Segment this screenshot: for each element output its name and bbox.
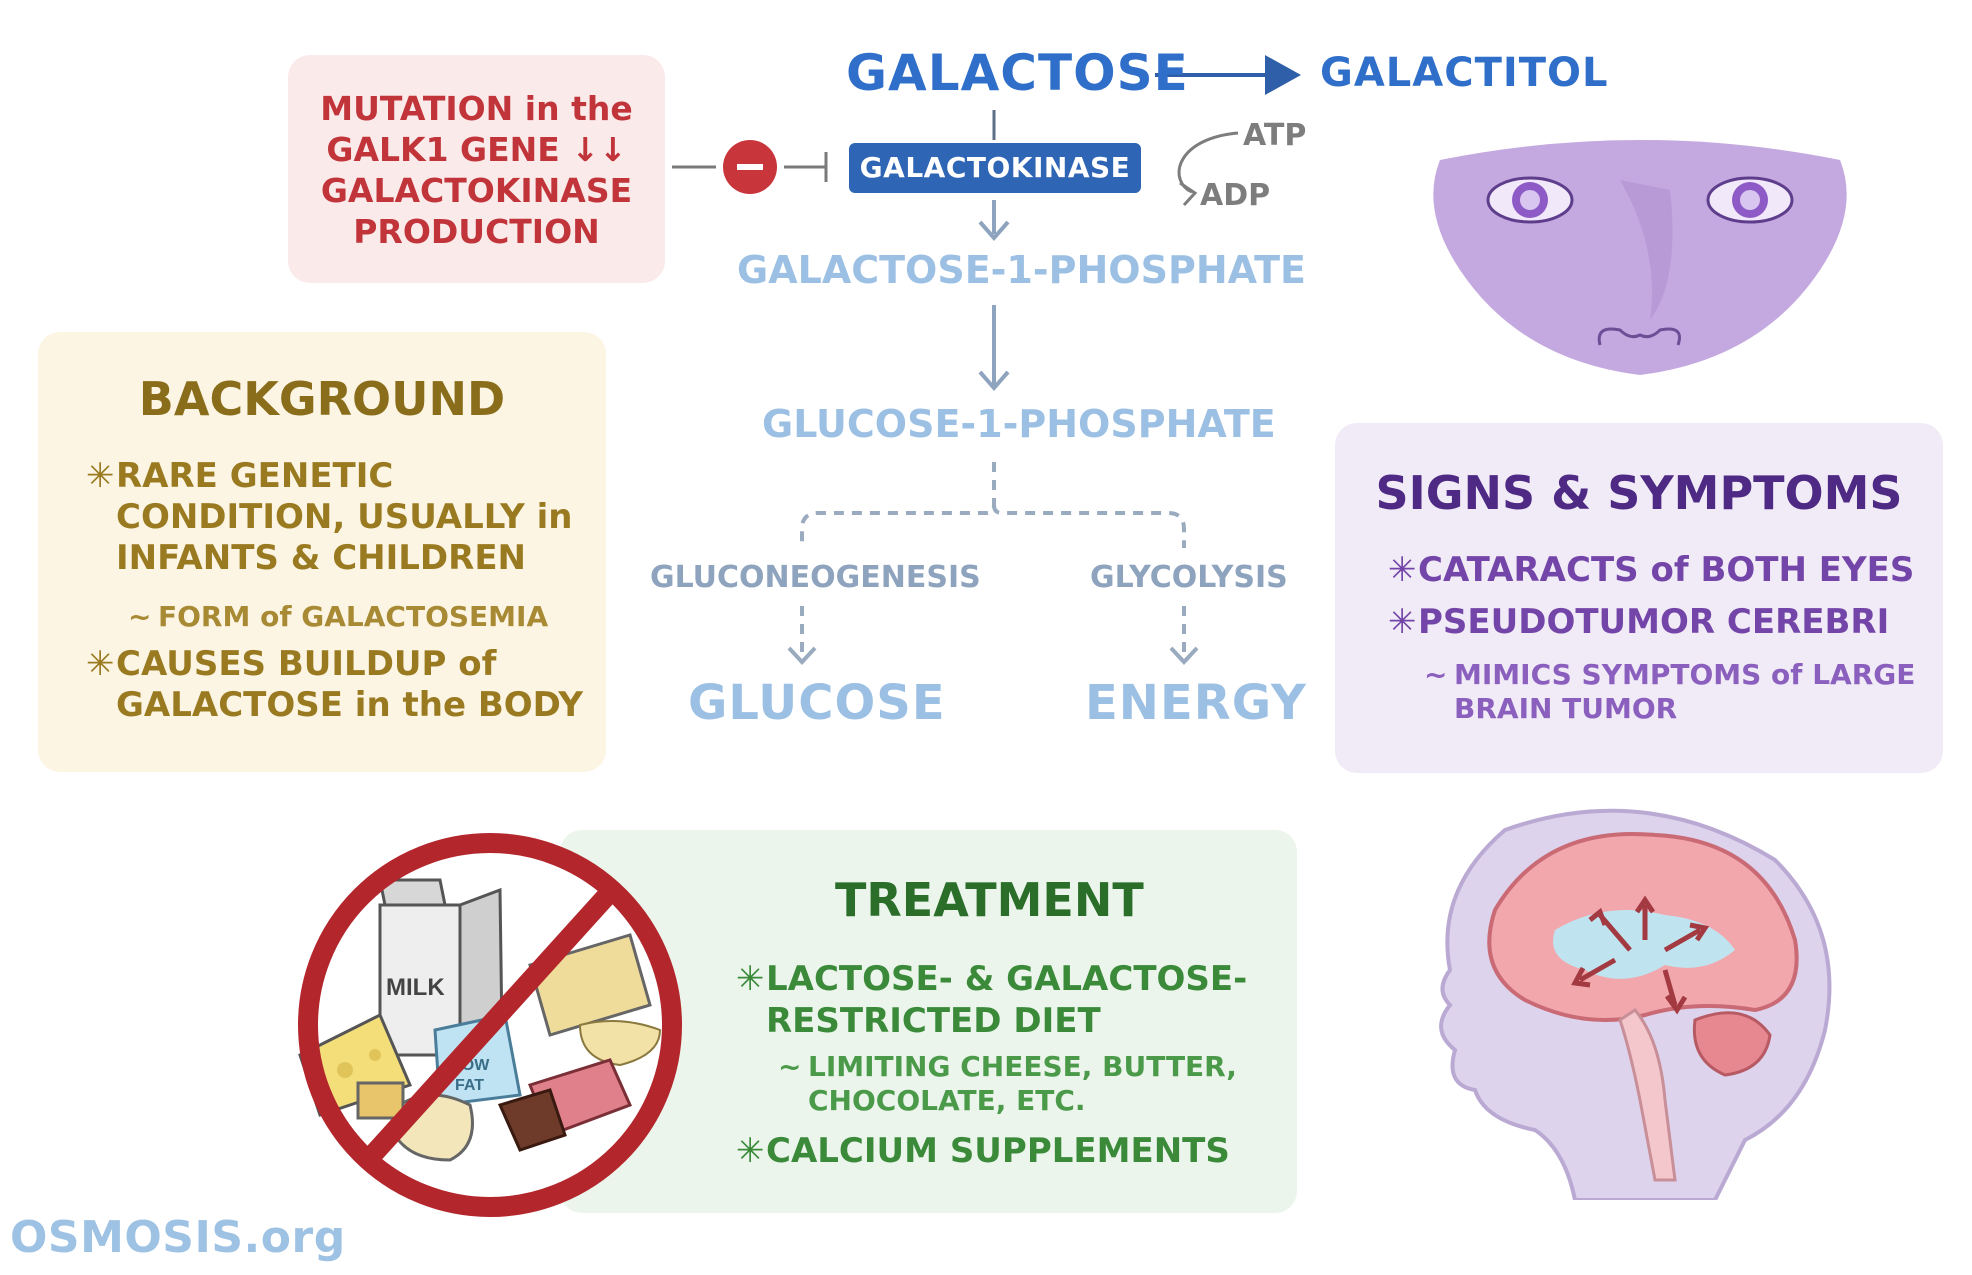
branch-lines bbox=[800, 462, 1186, 655]
mutation-line: MUTATION in the bbox=[320, 89, 633, 128]
arrowhead-energy bbox=[1169, 646, 1199, 665]
galactose-1-phosphate-label: GALACTOSE-1-PHOSPHATE bbox=[737, 248, 1306, 292]
background-sub-1: ~FORM of GALACTOSEMIA bbox=[128, 600, 548, 633]
brain-ventricles bbox=[1553, 910, 1735, 979]
chocolate-icon bbox=[497, 1058, 633, 1152]
bullet-star-icon: ✳ bbox=[86, 644, 115, 684]
atp-label: ATP bbox=[1243, 118, 1307, 153]
right-eye-icon bbox=[1706, 176, 1794, 224]
left-eye-icon bbox=[1486, 176, 1574, 224]
inhibit-symbol-minus bbox=[737, 164, 763, 170]
face-shade bbox=[1620, 180, 1673, 320]
energy-label: ENERGY bbox=[1085, 675, 1307, 731]
arrowhead-glucose bbox=[787, 646, 817, 665]
lowfat-line: FAT bbox=[455, 1077, 484, 1094]
arrowhead-g1p bbox=[978, 220, 1010, 242]
logo-brand: OSMOSIS bbox=[10, 1212, 244, 1263]
sub-line: LIMITING CHEESE, BUTTER, bbox=[808, 1050, 1237, 1083]
sub-line: MIMICS SYMPTOMS of LARGE bbox=[1454, 658, 1916, 691]
bullet-line: CALCIUM SUPPLEMENTS bbox=[766, 1131, 1230, 1171]
logo-suffix: .org bbox=[243, 1212, 346, 1263]
signs-bullet-2: ✳PSEUDOTUMOR CEREBRI bbox=[1388, 602, 1889, 642]
cheese-cube-icon bbox=[356, 1081, 405, 1120]
face-shape bbox=[1433, 140, 1847, 375]
prohibition-slash bbox=[360, 883, 620, 1167]
osmosis-logo: OSMOSIS.org bbox=[10, 1212, 346, 1263]
signs-title: SIGNS & SYMPTOMS bbox=[1375, 466, 1903, 520]
mutation-text: MUTATION in the GALK1 GENE ↓↓ GALACTOKIN… bbox=[288, 88, 665, 252]
adp-label: ADP bbox=[1200, 178, 1271, 213]
bullet-line: CATARACTS of BOTH EYES bbox=[1418, 550, 1915, 590]
treatment-sub: ~LIMITING CHEESE, BUTTER, CHOCOLATE, ETC… bbox=[778, 1050, 1237, 1118]
brainstem bbox=[1618, 1008, 1677, 1182]
treatment-box bbox=[560, 830, 1297, 1213]
glycolysis-label: GLYCOLYSIS bbox=[1090, 560, 1288, 595]
galactitol-label: GALACTITOL bbox=[1320, 50, 1609, 96]
glucose-1-phosphate-label: GLUCOSE-1-PHOSPHATE bbox=[762, 402, 1276, 446]
treatment-title: TREATMENT bbox=[835, 873, 1144, 927]
sub-line: FORM of GALACTOSEMIA bbox=[158, 600, 549, 633]
brain-illustration bbox=[1439, 808, 1832, 1200]
bullet-line: PSEUDOTUMOR CEREBRI bbox=[1418, 602, 1890, 642]
galactose-label: GALACTOSE bbox=[846, 44, 1189, 102]
background-title: BACKGROUND bbox=[138, 372, 506, 426]
face-illustration bbox=[1433, 140, 1847, 375]
signs-bullet-1: ✳CATARACTS of BOTH EYES bbox=[1388, 550, 1914, 590]
background-bullet-2: ✳CAUSES BUILDUP of GALACTOSE in the BODY bbox=[86, 644, 583, 726]
signs-sub: ~MIMICS SYMPTOMS of LARGE BRAIN TUMOR bbox=[1424, 658, 1915, 726]
tilde-icon: ~ bbox=[778, 1050, 802, 1083]
mutation-line: GALACTOKINASE bbox=[320, 171, 633, 210]
bullet-star-icon: ✳ bbox=[1388, 550, 1417, 590]
sub-line: BRAIN TUMOR bbox=[1454, 692, 1678, 725]
background-box bbox=[38, 332, 606, 772]
bullet-line: RESTRICTED DIET bbox=[766, 1001, 1101, 1041]
sub-line: CHOCOLATE, ETC. bbox=[808, 1084, 1086, 1117]
arrowhead-glc1p bbox=[978, 370, 1010, 392]
gluconeogenesis-label: GLUCONEOGENESIS bbox=[650, 560, 981, 595]
bullet-star-icon: ✳ bbox=[86, 456, 115, 496]
pressure-arrow-icon bbox=[1571, 895, 1710, 1015]
brain-cerebellum bbox=[1692, 1011, 1772, 1077]
bullet-line: INFANTS & CHILDREN bbox=[116, 538, 527, 578]
treatment-bullet-2: ✳CALCIUM SUPPLEMENTS bbox=[736, 1130, 1230, 1172]
mutation-line: GALK1 GENE ↓↓ bbox=[326, 130, 627, 169]
background-bullet-1: ✳RARE GENETIC CONDITION, USUALLY in INFA… bbox=[86, 456, 572, 579]
bullet-star-icon: ✳ bbox=[736, 1131, 765, 1171]
treatment-bullet-1: ✳LACTOSE- & GALACTOSE- RESTRICTED DIET bbox=[736, 958, 1247, 1042]
prohibition-ring bbox=[298, 833, 682, 1217]
bullet-line: CAUSES BUILDUP of bbox=[116, 644, 497, 684]
bullet-star-icon: ✳ bbox=[736, 959, 765, 999]
no-dairy-illustration: MILK LOW FAT bbox=[298, 833, 682, 1217]
adp-arrowhead bbox=[1179, 181, 1198, 207]
bullet-line: LACTOSE- & GALACTOSE- bbox=[766, 959, 1248, 999]
mutation-line: PRODUCTION bbox=[353, 212, 600, 251]
bullet-star-icon: ✳ bbox=[1388, 602, 1417, 642]
mutation-box bbox=[288, 55, 665, 283]
nose-icon bbox=[1597, 327, 1681, 346]
galactokinase-enzyme: GALACTOKINASE bbox=[849, 143, 1141, 193]
milk-label: MILK bbox=[386, 974, 445, 1001]
bullet-line: RARE GENETIC bbox=[116, 456, 394, 496]
tilde-icon: ~ bbox=[1424, 658, 1448, 691]
signs-symptoms-box bbox=[1335, 423, 1943, 773]
glucose-label: GLUCOSE bbox=[688, 675, 946, 731]
bullet-line: GALACTOSE in the BODY bbox=[116, 685, 584, 725]
shredded-cheese-icon bbox=[578, 1020, 662, 1067]
yogurt-icon: LOW FAT bbox=[433, 1013, 522, 1107]
bullet-line: CONDITION, USUALLY in bbox=[116, 497, 573, 537]
tilde-icon: ~ bbox=[128, 600, 152, 633]
